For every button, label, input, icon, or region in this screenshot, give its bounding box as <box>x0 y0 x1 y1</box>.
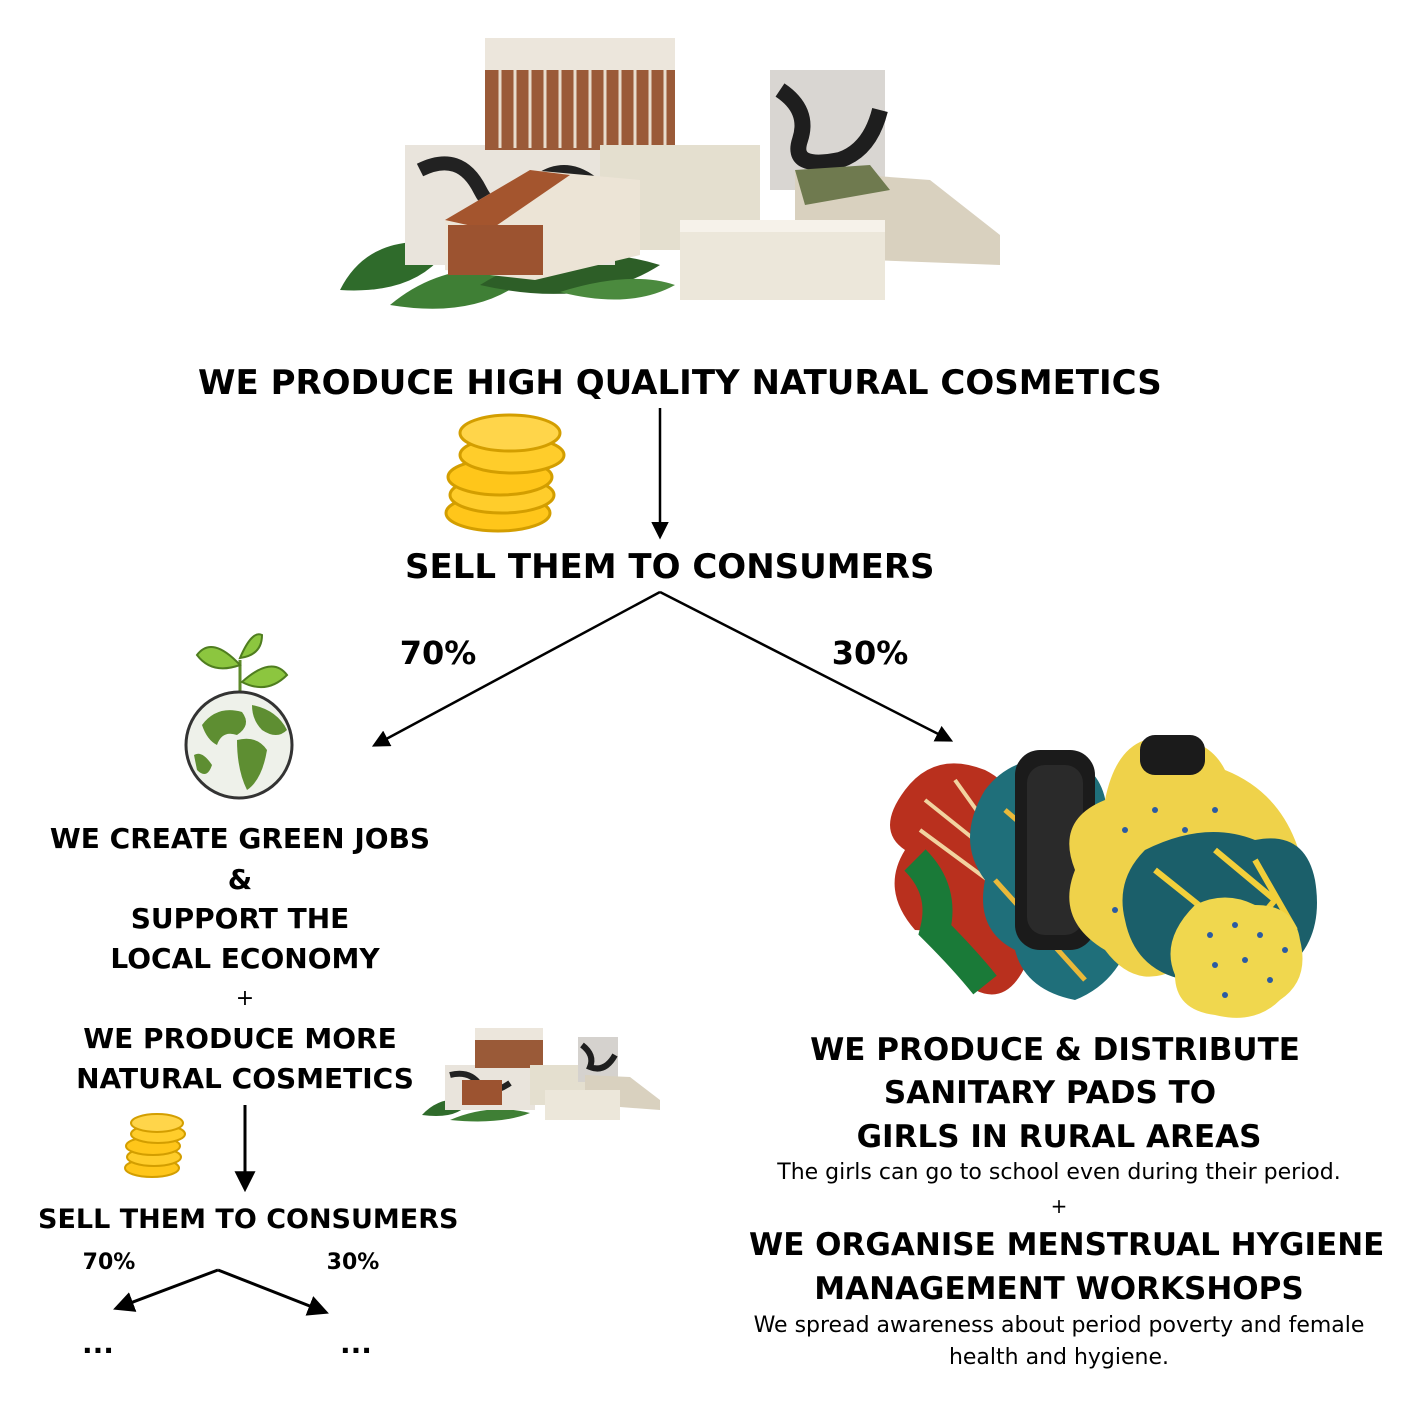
percent-70-label: 70% <box>399 634 477 672</box>
soap-bars-image <box>340 38 1000 309</box>
ellipsis-right: ... <box>340 1327 372 1360</box>
percent-30-small-label: 30% <box>326 1250 380 1275</box>
sell-to-consumers-small-label: SELL THEM TO CONSUMERS <box>38 1204 459 1235</box>
sanitary-pads-line: SANITARY PADS TO <box>883 1075 1217 1111</box>
earth-sprout-icon <box>184 633 294 800</box>
plus-sign-right: + <box>1050 1194 1068 1218</box>
produce-distribute-line: WE PRODUCE & DISTRIBUTE <box>810 1032 1300 1068</box>
title-produce-cosmetics: WE PRODUCE HIGH QUALITY NATURAL COSMETIC… <box>198 363 1162 403</box>
workshops-line-2: MANAGEMENT WORKSHOPS <box>814 1271 1304 1307</box>
school-note: The girls can go to school even during t… <box>777 1160 1341 1185</box>
sanitary-pads-image <box>890 735 1317 1018</box>
awareness-note-1: We spread awareness about period poverty… <box>753 1313 1365 1338</box>
produce-more-line: WE PRODUCE MORE <box>83 1022 397 1055</box>
rural-girls-line: GIRLS IN RURAL AREAS <box>856 1119 1262 1155</box>
green-jobs-line: WE CREATE GREEN JOBS <box>49 822 431 855</box>
small-coins-icon <box>124 1113 186 1178</box>
local-economy-line: LOCAL ECONOMY <box>110 942 380 975</box>
ampersand-line: & <box>227 863 253 896</box>
coins-icon <box>444 413 566 533</box>
ellipsis-left: ... <box>82 1327 114 1360</box>
sell-to-consumers-label: SELL THEM TO CONSUMERS <box>405 547 935 587</box>
natural-cosmetics-line: NATURAL COSMETICS <box>76 1062 414 1095</box>
awareness-note-2: health and hygiene. <box>948 1345 1170 1370</box>
support-the-line: SUPPORT THE <box>130 902 350 935</box>
percent-30-label: 30% <box>831 634 909 672</box>
plus-sign: + <box>235 986 255 1011</box>
percent-70-small-label: 70% <box>82 1250 136 1275</box>
workshops-line-1: WE ORGANISE MENSTRUAL HYGIENE <box>749 1227 1385 1263</box>
small-soap-bars-image <box>422 1028 660 1122</box>
